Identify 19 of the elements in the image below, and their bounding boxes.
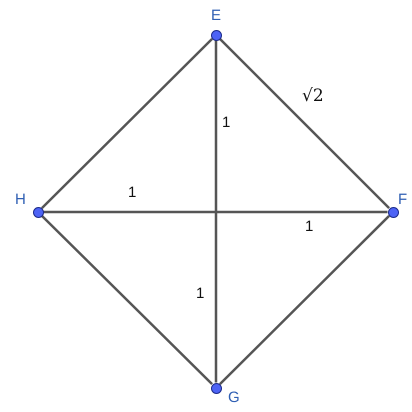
length-label: √2 <box>302 88 324 105</box>
point-dot <box>388 206 398 218</box>
point-dot <box>32 206 44 218</box>
point-label: H <box>15 192 26 207</box>
point-dot <box>210 30 222 40</box>
point-dot <box>210 382 222 394</box>
line-segment <box>41 214 213 386</box>
point-label: G <box>228 390 240 405</box>
line-segment <box>219 215 390 385</box>
line-segment <box>44 210 388 214</box>
length-label: 1 <box>222 115 230 130</box>
point-label: E <box>211 8 222 23</box>
line-segment <box>214 40 218 382</box>
length-label: 1 <box>196 286 204 301</box>
line-segment <box>41 38 213 209</box>
point-label: F <box>398 192 408 207</box>
line-segment <box>219 38 390 209</box>
length-label: 1 <box>305 219 314 234</box>
length-label: 1 <box>128 185 136 200</box>
